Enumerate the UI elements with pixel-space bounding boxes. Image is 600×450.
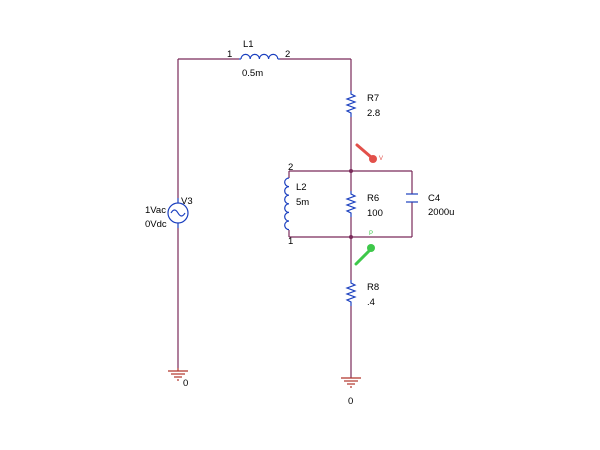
voltage-probe[interactable]: V <box>355 143 383 163</box>
ground-left[interactable]: 0 <box>168 368 188 389</box>
probe-stem-icon <box>354 249 371 266</box>
ground-right-label: 0 <box>348 396 353 407</box>
resistor-r8[interactable]: R8 .4 <box>345 280 379 308</box>
r6-ref: R6 <box>367 193 379 204</box>
ground-right[interactable]: 0 <box>341 377 361 407</box>
l1-ref: L1 <box>243 39 254 50</box>
wires <box>177 58 413 378</box>
ground-left-label: 0 <box>183 378 188 389</box>
c4-value: 2000u <box>428 207 454 218</box>
v3-dc: 0Vdc <box>145 219 167 230</box>
resistor-icon <box>345 191 357 217</box>
junction-bottom <box>349 235 353 239</box>
l1-pin-2: 2 <box>285 49 290 60</box>
probe-tip-icon <box>367 244 375 252</box>
sine-wave-icon <box>170 209 186 217</box>
l2-pin-2: 2 <box>288 162 293 173</box>
resistor-r6[interactable]: R6 100 <box>345 191 383 219</box>
r7-ref: R7 <box>367 93 379 104</box>
l1-value: 0.5m <box>242 68 263 79</box>
inductor-l2[interactable]: L2 5m 2 1 <box>284 162 310 247</box>
l1-pin-1: 1 <box>227 49 232 60</box>
probe-tip-icon <box>369 155 377 163</box>
inductor-l1[interactable]: L1 0.5m 1 2 <box>227 39 290 79</box>
c4-ref: C4 <box>428 193 440 204</box>
inductor-coil-icon <box>240 53 279 60</box>
source-v3[interactable]: V3 1Vac 0Vdc <box>145 196 193 230</box>
capacitor-c4[interactable]: C4 2000u <box>406 193 454 218</box>
r8-value: .4 <box>367 297 375 308</box>
v3-ac: 1Vac <box>145 205 166 216</box>
resistor-r7[interactable]: R7 2.8 <box>345 91 380 119</box>
voltage-probe-tag: V <box>379 156 383 162</box>
l2-ref: L2 <box>296 182 307 193</box>
r8-ref: R8 <box>367 282 379 293</box>
resistor-icon <box>345 280 357 306</box>
r6-value: 100 <box>367 208 383 219</box>
power-probe[interactable]: P <box>354 231 375 266</box>
junction-top <box>349 169 353 173</box>
r7-value: 2.8 <box>367 108 380 119</box>
resistor-icon <box>345 91 357 117</box>
l2-value: 5m <box>296 197 309 208</box>
v3-ref: V3 <box>181 196 193 207</box>
power-probe-tag: P <box>369 231 373 237</box>
inductor-coil-icon <box>284 177 290 231</box>
l2-pin-1: 1 <box>288 236 293 247</box>
probe-stem-icon <box>355 143 373 159</box>
